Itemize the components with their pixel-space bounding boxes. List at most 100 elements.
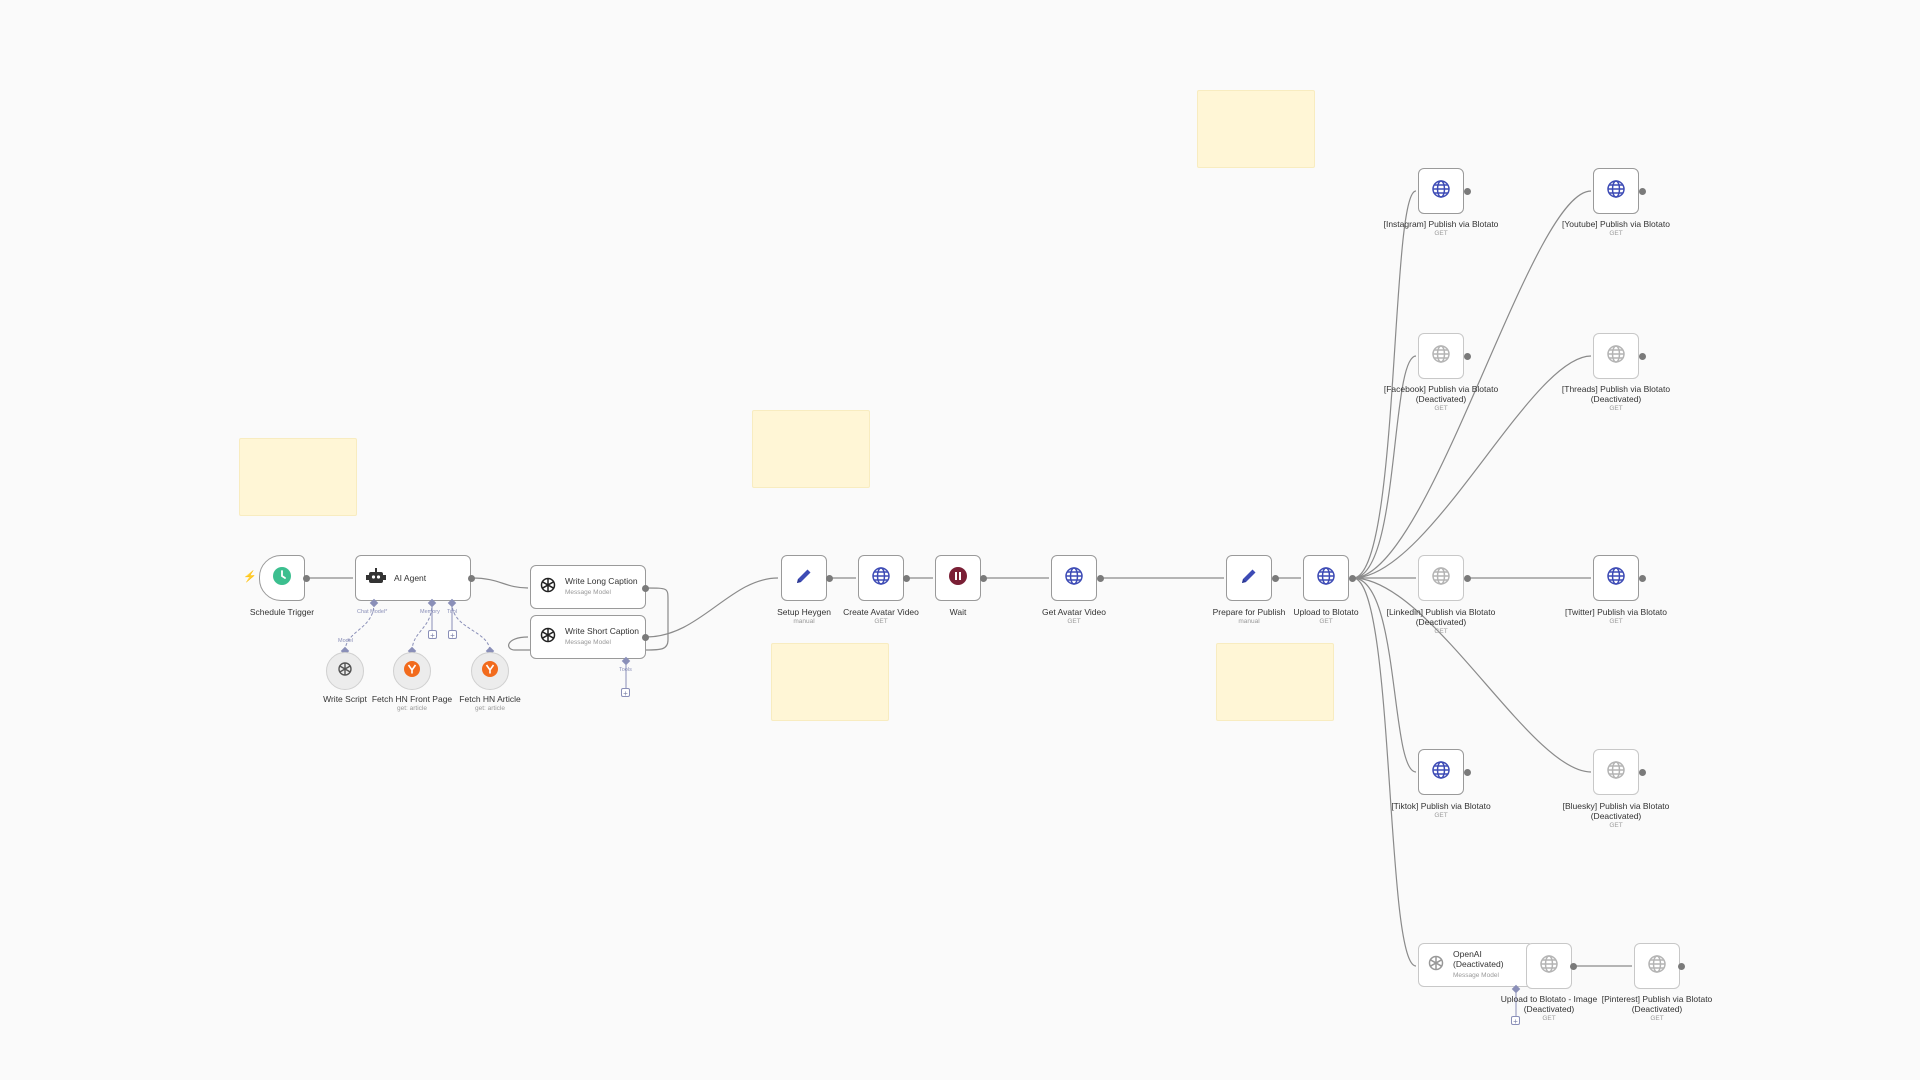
sticky-note[interactable]	[1197, 90, 1315, 168]
node-title-text: Write Long Caption	[565, 576, 638, 586]
node-label: Schedule Trigger	[249, 607, 315, 617]
output-handle[interactable]	[980, 575, 987, 582]
output-handle[interactable]	[1464, 353, 1471, 360]
output-handle[interactable]	[1464, 575, 1471, 582]
node-label: Setup Heygen manual	[744, 607, 864, 627]
sub-connection	[344, 602, 375, 653]
node-write-long-caption[interactable]: Write Long Caption Message Model	[530, 565, 646, 609]
output-handle[interactable]	[303, 575, 310, 582]
node-label: [Facebook] Publish via Blotato (Deactiva…	[1381, 384, 1501, 414]
node-subtitle: GET	[1434, 628, 1448, 635]
node-write-short-caption[interactable]: Write Short Caption Message Model	[530, 615, 646, 659]
output-handle[interactable]	[1639, 575, 1646, 582]
node-label: [Linkedin] Publish via Blotato (Deactiva…	[1381, 607, 1501, 637]
output-handle[interactable]	[903, 575, 910, 582]
openai-icon	[539, 626, 557, 649]
node-fetch-hn-article[interactable]	[471, 652, 509, 690]
add-tool-button[interactable]: +	[448, 630, 457, 640]
node-title: [Pinterest] Publish via Blotato (Deactiv…	[1601, 994, 1713, 1014]
connection	[1352, 190, 1417, 579]
output-handle[interactable]	[642, 585, 649, 592]
node-upload-to-blotato[interactable]	[1303, 555, 1349, 601]
node-upload-image-deactivated[interactable]	[1526, 943, 1572, 989]
connection	[1352, 355, 1592, 579]
node-schedule-trigger[interactable]	[259, 555, 305, 601]
node-title: Write Short Caption Message Model	[565, 626, 639, 648]
output-handle[interactable]	[1464, 769, 1471, 776]
node-label: Prepare for Publish manual	[1189, 607, 1309, 627]
node-ai-agent[interactable]: AI Agent	[355, 555, 471, 601]
output-handle[interactable]	[826, 575, 833, 582]
sub-connection	[451, 602, 491, 653]
sticky-note[interactable]	[239, 438, 357, 516]
connection	[471, 577, 529, 589]
output-handle[interactable]	[1639, 769, 1646, 776]
output-handle[interactable]	[642, 634, 649, 641]
node-create-avatar-video[interactable]	[858, 555, 904, 601]
output-handle[interactable]	[1464, 188, 1471, 195]
node-tiktok-publish[interactable]	[1418, 749, 1464, 795]
node-subtitle: get: article	[397, 705, 427, 712]
connection	[1352, 355, 1417, 579]
node-subtitle: GET	[1609, 618, 1623, 625]
connection	[1352, 577, 1417, 773]
node-instagram-publish[interactable]	[1418, 168, 1464, 214]
node-label: [Tiktok] Publish via Blotato GET	[1381, 801, 1501, 821]
output-handle[interactable]	[1272, 575, 1279, 582]
node-title: Setup Heygen	[777, 607, 831, 617]
node-label: [Bluesky] Publish via Blotato (Deactivat…	[1556, 801, 1676, 831]
output-handle[interactable]	[1097, 575, 1104, 582]
globe-icon	[1647, 954, 1667, 979]
node-title: Create Avatar Video	[843, 607, 919, 617]
globe-icon	[1431, 344, 1451, 369]
node-subtitle: GET	[1067, 618, 1081, 625]
output-handle[interactable]	[1639, 353, 1646, 360]
node-title: Write Long Caption Message Model	[565, 576, 638, 598]
node-subtitle: Message Model	[565, 589, 611, 596]
sticky-note[interactable]	[771, 643, 889, 721]
node-subtitle: GET	[1434, 405, 1448, 412]
sticky-note[interactable]	[752, 410, 870, 488]
node-fetch-hn-front-page[interactable]	[393, 652, 431, 690]
node-threads-publish[interactable]	[1593, 333, 1639, 379]
node-facebook-publish[interactable]	[1418, 333, 1464, 379]
node-pinterest-publish[interactable]	[1634, 943, 1680, 989]
main-connections	[307, 190, 1632, 967]
openai-icon	[336, 660, 354, 683]
node-bluesky-publish[interactable]	[1593, 749, 1639, 795]
globe-icon	[1606, 566, 1626, 591]
output-handle[interactable]	[1678, 963, 1685, 970]
node-label: Wait	[949, 607, 967, 617]
connection	[1352, 577, 1592, 773]
node-setup-heygen[interactable]	[781, 555, 827, 601]
node-wait[interactable]	[935, 555, 981, 601]
add-tool-button[interactable]: +	[1511, 1016, 1520, 1026]
node-title: Get Avatar Video	[1042, 607, 1106, 617]
node-subtitle: manual	[1238, 618, 1260, 625]
output-handle[interactable]	[1349, 575, 1356, 582]
node-openai-deactivated[interactable]: OpenAI (Deactivated) Message Model	[1418, 943, 1534, 987]
node-get-avatar-video[interactable]	[1051, 555, 1097, 601]
node-title: [Threads] Publish via Blotato (Deactivat…	[1561, 384, 1671, 404]
sticky-note[interactable]	[1216, 643, 1334, 721]
node-linkedin-publish[interactable]	[1418, 555, 1464, 601]
port-label: Model	[338, 638, 353, 644]
connection	[508, 587, 669, 651]
add-tool-button[interactable]: +	[621, 688, 630, 698]
node-subtitle: GET	[1434, 230, 1448, 237]
node-youtube-publish[interactable]	[1593, 168, 1639, 214]
node-write-script[interactable]	[326, 652, 364, 690]
node-title-text: OpenAI (Deactivated)	[1453, 949, 1504, 969]
node-title: [Tiktok] Publish via Blotato	[1391, 801, 1491, 811]
output-handle[interactable]	[468, 575, 475, 582]
node-label: Upload to Blotato GET	[1266, 607, 1386, 627]
add-memory-button[interactable]: +	[428, 630, 437, 640]
node-prepare-for-publish[interactable]	[1226, 555, 1272, 601]
output-handle[interactable]	[1570, 963, 1577, 970]
globe-icon	[871, 566, 891, 591]
output-handle[interactable]	[1639, 188, 1646, 195]
node-subtitle: GET	[1319, 618, 1333, 625]
node-twitter-publish[interactable]	[1593, 555, 1639, 601]
